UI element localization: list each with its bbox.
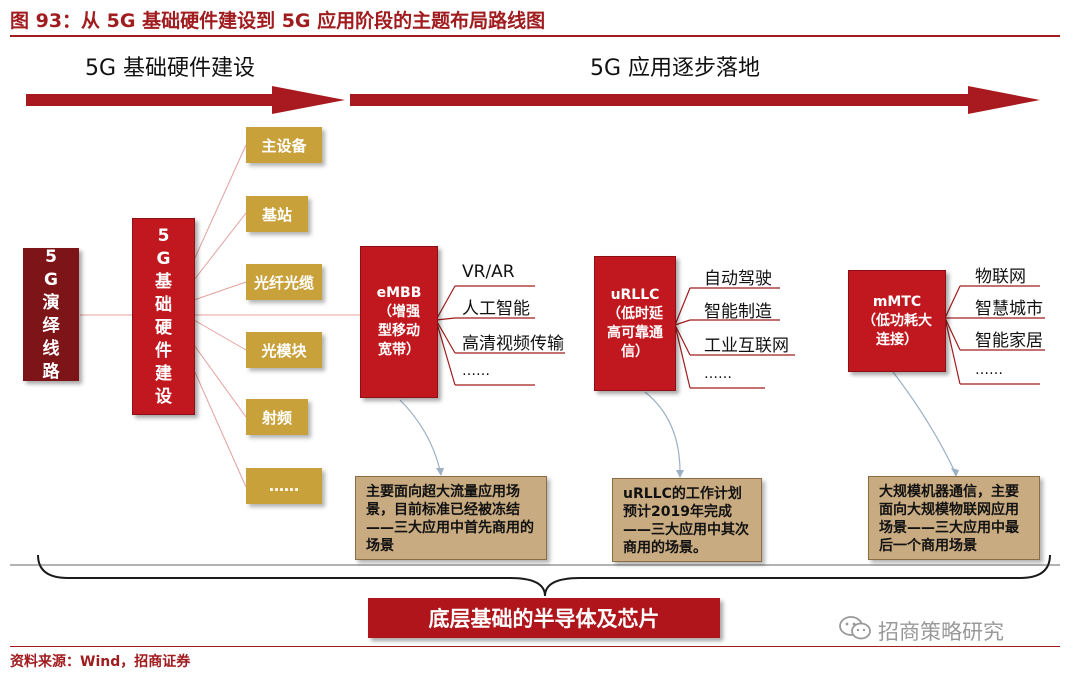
app-item: 自动驾驶 [704, 269, 772, 289]
wechat-icon [838, 615, 872, 646]
phase-label-hardware: 5G 基础硬件建设 [85, 56, 256, 81]
note-mmtc: 大规模机器通信，主要面向大规模物联网应用场景——三大应用中最后一个商用场景 [868, 476, 1040, 560]
hardware-item-fiber-cable: 光纤光缆 [246, 264, 322, 300]
phase-label-application: 5G 应用逐步落地 [590, 56, 761, 81]
figure-title: 图 93：从 5G 基础硬件建设到 5G 应用阶段的主题布局路线图 [10, 10, 546, 32]
app-box-urllc-label: uRLLC（低时延高可靠通信） [607, 286, 663, 360]
hardware-box: 5G基础硬件建设 [132, 218, 195, 415]
app-item: 智能家居 [975, 331, 1043, 351]
app-item: 高清视频传输 [462, 334, 564, 354]
bottom-brace [37, 554, 1051, 597]
app-item: 工业互联网 [704, 336, 789, 356]
app-box-urllc: uRLLC（低时延高可靠通信） [594, 256, 676, 391]
hardware-item-base-station: 基站 [246, 196, 308, 232]
phase-arrow-hardware [26, 86, 345, 114]
app-box-embb-label: eMBB（增强型移动宽带） [376, 285, 422, 358]
hardware-item-more: …… [246, 468, 322, 504]
hardware-item-optical-module: 光模块 [246, 332, 322, 368]
hardware-item-main-equipment: 主设备 [246, 127, 322, 163]
app-item: …… [462, 363, 490, 379]
app-box-mmtc-label: mMTC（低功耗大连接） [862, 293, 932, 348]
footer-divider [10, 646, 1060, 647]
app-item: 物联网 [975, 267, 1026, 287]
app-box-mmtc: mMTC（低功耗大连接） [848, 270, 946, 372]
app-item: VR/AR [462, 262, 515, 282]
source-note: 资料来源：Wind，招商证券 [10, 654, 191, 670]
app-item: …… [704, 366, 732, 382]
app-item: 智慧城市 [975, 299, 1043, 319]
title-divider [10, 35, 1060, 37]
note-embb: 主要面向超大流量应用场景，目前标准已经被冻结——三大应用中首先商用的场景 [355, 476, 547, 560]
foundation-bar: 底层基础的半导体及芯片 [368, 598, 720, 638]
app-item: 智能制造 [704, 302, 772, 322]
note-urllc: uRLLC的工作计划预计2019年完成——三大应用中其次商用的场景。 [612, 478, 762, 562]
route-box-label: 5G演绎线路 [42, 246, 60, 382]
route-box: 5G演绎线路 [23, 246, 79, 382]
watermark: 招商策略研究 [838, 615, 1004, 646]
watermark-text: 招商策略研究 [878, 619, 1004, 644]
hardware-box-label: 5G基础硬件建设 [155, 225, 172, 407]
hardware-item-rf: 射频 [246, 399, 308, 435]
app-item: 人工智能 [462, 299, 530, 319]
app-box-embb: eMBB（增强型移动宽带） [360, 246, 438, 398]
phase-arrow-application [350, 86, 1040, 114]
app-item: …… [975, 362, 1003, 378]
